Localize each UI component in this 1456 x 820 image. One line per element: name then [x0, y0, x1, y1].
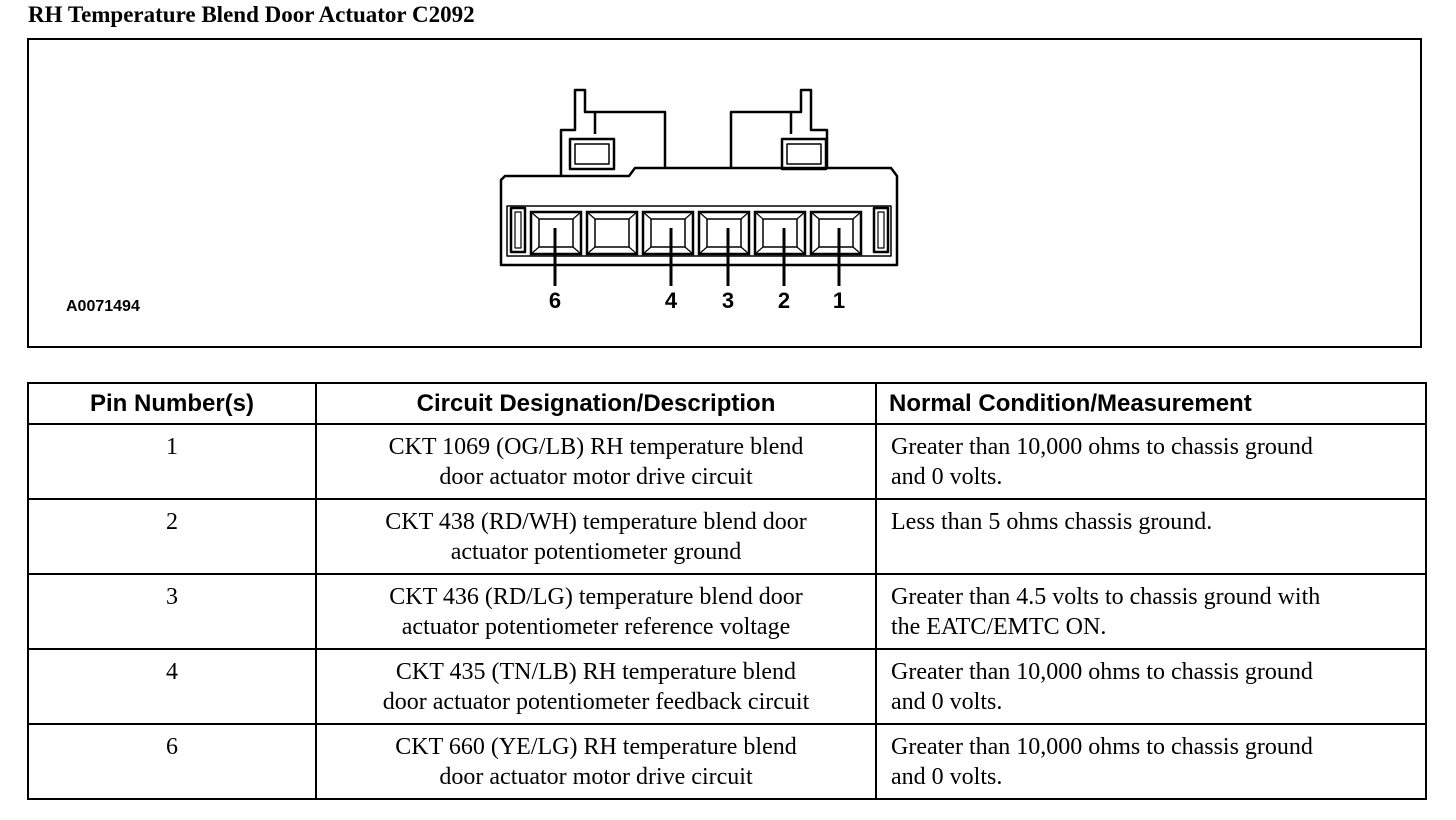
circuit-line: CKT 435 (TN/LB) RH temperature blend: [395, 659, 797, 685]
normal-line: Greater than 10,000 ohms to chassis grou…: [891, 659, 1313, 685]
table-header-row: Pin Number(s) Circuit Designation/Descri…: [27, 382, 1427, 425]
circuit-cell: CKT 660 (YE/LG) RH temperature blend door…: [315, 723, 877, 800]
normal-line: and 0 volts.: [891, 464, 1003, 490]
table-row: 3 CKT 436 (RD/LG) temperature blend door…: [27, 573, 1427, 650]
right-lock-window: [780, 137, 828, 171]
terminal-cavity-3: [697, 210, 751, 256]
pin-label-6: 6: [548, 288, 562, 313]
normal-line: Greater than 10,000 ohms to chassis grou…: [891, 434, 1313, 460]
pin-label-4: 4: [664, 288, 678, 313]
page-title: RH Temperature Blend Door Actuator C2092: [28, 2, 475, 27]
circuit-line: CKT 438 (RD/WH) temperature blend door: [385, 509, 807, 535]
circuit-line: actuator potentiometer reference voltage: [401, 614, 791, 640]
table-row: 4 CKT 435 (TN/LB) RH temperature blend do…: [27, 648, 1427, 725]
right-lock-tab: [729, 88, 829, 168]
left-lock-window: [568, 137, 616, 171]
terminal-cavity-1: [809, 210, 863, 256]
circuit-cell: CKT 438 (RD/WH) temperature blend door ac…: [315, 498, 877, 575]
pin-table: Pin Number(s) Circuit Designation/Descri…: [27, 382, 1427, 800]
normal-line: and 0 volts.: [891, 764, 1003, 790]
left-lock-tab: [559, 88, 667, 176]
pin-label-3: 3: [721, 288, 735, 313]
normal-cell: Less than 5 ohms chassis ground.: [875, 498, 1427, 575]
table-row: 2 CKT 438 (RD/WH) temperature blend door…: [27, 498, 1427, 575]
circuit-line: CKT 436 (RD/LG) temperature blend door: [389, 584, 803, 610]
pin-cavity-frame: [506, 205, 892, 257]
pin-cell: 2: [27, 498, 317, 575]
terminal-cavity-4: [641, 210, 695, 256]
connector-body: [499, 166, 899, 267]
pin-cell: 3: [27, 573, 317, 650]
circuit-cell: CKT 436 (RD/LG) temperature blend door ac…: [315, 573, 877, 650]
circuit-line: door actuator potentiometer feedback cir…: [382, 689, 810, 715]
circuit-line: CKT 1069 (OG/LB) RH temperature blend: [388, 434, 804, 460]
normal-cell: Greater than 10,000 ohms to chassis grou…: [875, 723, 1427, 800]
header-normal-condition: Normal Condition/Measurement: [875, 382, 1427, 425]
right-key: [872, 206, 890, 254]
normal-cell: Greater than 10,000 ohms to chassis grou…: [875, 648, 1427, 725]
terminal-cavity-5: [585, 210, 639, 256]
circuit-cell: CKT 1069 (OG/LB) RH temperature blend doo…: [315, 423, 877, 500]
pin-cell: 1: [27, 423, 317, 500]
normal-cell: Greater than 4.5 volts to chassis ground…: [875, 573, 1427, 650]
normal-line: the EATC/EMTC ON.: [891, 614, 1107, 640]
left-key: [509, 206, 527, 254]
table-row: 1 CKT 1069 (OG/LB) RH temperature blend d…: [27, 423, 1427, 500]
normal-line: Less than 5 ohms chassis ground.: [891, 509, 1213, 535]
header-circuit: Circuit Designation/Description: [315, 382, 877, 425]
normal-line: and 0 volts.: [891, 689, 1003, 715]
circuit-cell: CKT 435 (TN/LB) RH temperature blend door…: [315, 648, 877, 725]
normal-line: Greater than 4.5 volts to chassis ground…: [891, 584, 1321, 610]
normal-cell: Greater than 10,000 ohms to chassis grou…: [875, 423, 1427, 500]
figure-id: A0071494: [66, 298, 140, 315]
terminal-cavity-2: [753, 210, 807, 256]
normal-line: Greater than 10,000 ohms to chassis grou…: [891, 734, 1313, 760]
table-row: 6 CKT 660 (YE/LG) RH temperature blend do…: [27, 723, 1427, 800]
pin-cell: 6: [27, 723, 317, 800]
connector-figure: A0071494 6 4 3 2 1: [27, 38, 1422, 348]
circuit-line: door actuator motor drive circuit: [439, 464, 753, 490]
pin-cell: 4: [27, 648, 317, 725]
circuit-line: door actuator motor drive circuit: [439, 764, 753, 790]
connector-diagram: [499, 88, 899, 286]
header-pin-number: Pin Number(s): [27, 382, 317, 425]
circuit-line: actuator potentiometer ground: [450, 539, 742, 565]
pin-label-2: 2: [777, 288, 791, 313]
pin-label-1: 1: [832, 288, 846, 313]
circuit-line: CKT 660 (YE/LG) RH temperature blend: [395, 734, 797, 760]
